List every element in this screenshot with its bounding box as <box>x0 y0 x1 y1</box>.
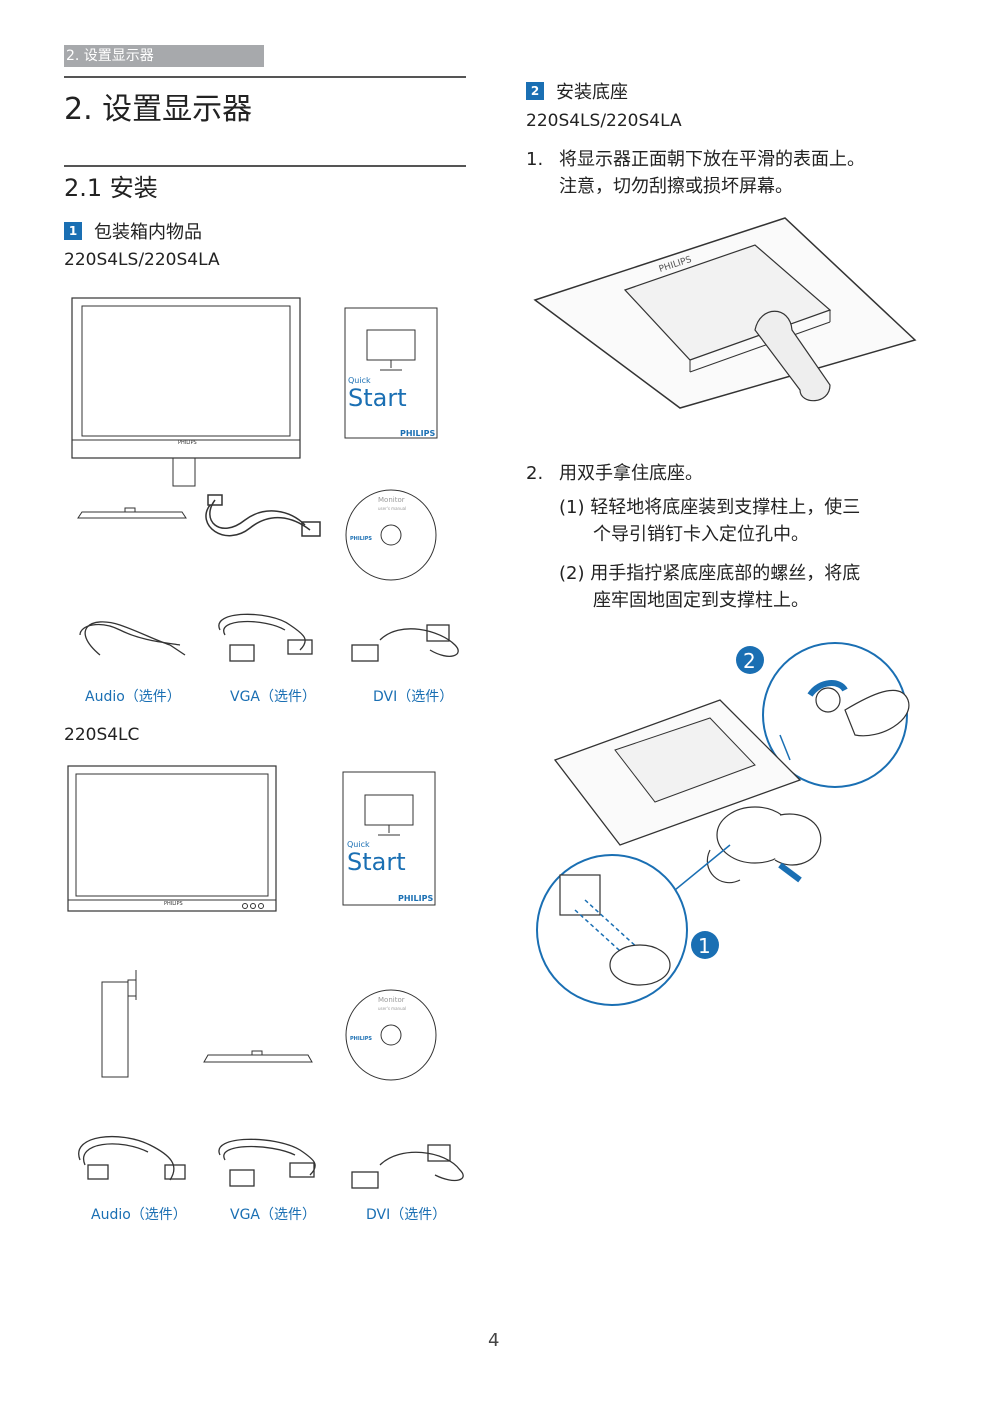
step-1-line-1: 将显示器正面朝下放在平滑的表面上。 <box>559 149 865 170</box>
power-cable-icon <box>205 494 321 537</box>
step-2a-line-2: 个导引销钉卡入定位孔中。 <box>593 524 809 545</box>
callout-2-label: 2 <box>743 649 756 673</box>
dvi-cable-icon <box>351 1144 464 1189</box>
step-2-number: 2. <box>526 463 544 484</box>
caption-vga-a: VGA（选件） <box>230 689 317 705</box>
step-2b-line-2: 座牢固地固定到支撑柱上。 <box>593 590 809 611</box>
start-label: Start <box>348 384 407 412</box>
quick-start-guide-icon: Quick Start PHILIPS <box>344 307 438 439</box>
step-number-box: 1 <box>64 222 82 240</box>
caption-vga-b: VGA（选件） <box>230 1207 317 1223</box>
cd-title: Monitor <box>378 996 405 1004</box>
quick-label: Quick <box>348 376 371 385</box>
cd-manual-icon: Monitor user's manual PHILIPS <box>345 489 437 581</box>
audio-cable-icon <box>79 621 186 656</box>
screw-zoom-circle <box>762 642 908 788</box>
vga-cable-icon <box>218 613 313 662</box>
push-arrow-icon <box>778 862 802 883</box>
svg-text:PHILIPS: PHILIPS <box>164 901 183 907</box>
section-tab: 2. 设置显示器 <box>64 45 264 67</box>
caption-dvi-b: DVI（选件） <box>366 1207 447 1223</box>
cd-title: Monitor <box>378 496 405 504</box>
install-base-heading: 2 安装底座 <box>526 78 628 104</box>
caption-audio-b: Audio（选件） <box>91 1207 187 1223</box>
install-base-model: 220S4LS/220S4LA <box>526 111 682 131</box>
cd-subtitle: user's manual <box>378 506 406 511</box>
callout-1-label: 1 <box>698 934 711 958</box>
brand-label: PHILIPS <box>400 429 435 438</box>
dvi-cable-icon <box>351 624 459 662</box>
vga-cable-icon <box>218 1138 316 1187</box>
quick-start-guide-icon: Quick Start PHILIPS <box>342 771 436 906</box>
cd-brand: PHILIPS <box>350 1036 372 1042</box>
step-1-line-2: 注意，切勿刮擦或损坏屏幕。 <box>559 176 793 197</box>
hand-icon <box>706 849 741 884</box>
package-contents-title: 包装箱内物品 <box>94 222 202 243</box>
cd-manual-icon: Monitor user's manual PHILIPS <box>345 989 437 1081</box>
page-title: 2. 设置显示器 <box>64 92 253 127</box>
caption-audio-a: Audio（选件） <box>85 689 181 705</box>
caption-dvi-a: DVI（选件） <box>373 689 454 705</box>
callout-2-badge <box>736 646 764 674</box>
page-number: 4 <box>488 1330 500 1351</box>
step-number-box: 2 <box>526 82 544 100</box>
model-label-a: 220S4LS/220S4LA <box>64 250 220 270</box>
monitor-base-icon <box>77 507 187 519</box>
model-label-b: 220S4LC <box>64 725 140 745</box>
title-rule <box>64 76 466 78</box>
monitor-front-icon: PHILIPS <box>71 297 301 487</box>
cd-subtitle: user's manual <box>378 1006 406 1011</box>
step-2a-line-1: (1) 轻轻地将底座装到支撑柱上，使三 <box>559 497 861 518</box>
monitor-front-icon: PHILIPS <box>67 765 277 912</box>
svg-text:PHILIPS: PHILIPS <box>178 440 197 446</box>
package-contents-illustration-b: PHILIPS Quick Start PHILIPS Monitor user… <box>67 765 464 1189</box>
start-label: Start <box>347 848 406 876</box>
base-attachment-illustration: 2 1 <box>536 642 910 1006</box>
stand-column-icon <box>101 970 137 1078</box>
section-heading: 2.1 安装 <box>64 174 158 202</box>
power-cable-icon <box>78 1135 186 1181</box>
callout-1-badge <box>691 931 719 959</box>
install-base-title: 安装底座 <box>556 82 628 103</box>
brand-label: PHILIPS <box>398 894 433 903</box>
step-2-text: 用双手拿住底座。 <box>559 463 703 484</box>
cd-brand: PHILIPS <box>350 536 372 542</box>
section-rule <box>64 165 466 167</box>
monitor-base-icon <box>203 1050 313 1063</box>
rotate-arrow-icon <box>807 680 848 697</box>
package-contents-heading: 1 包装箱内物品 <box>64 218 202 244</box>
step-2b-line-1: (2) 用手指拧紧底座底部的螺丝，将底 <box>559 563 861 584</box>
hand-icon <box>774 813 822 866</box>
monitor-face-down-illustration: PHILIPS <box>533 217 917 409</box>
step-1-number: 1. <box>526 149 544 170</box>
hand-icon <box>844 689 910 737</box>
quick-label: Quick <box>347 840 370 849</box>
package-contents-illustration-a: PHILIPS Quick Start PHILIPS Monitor user… <box>71 297 459 662</box>
